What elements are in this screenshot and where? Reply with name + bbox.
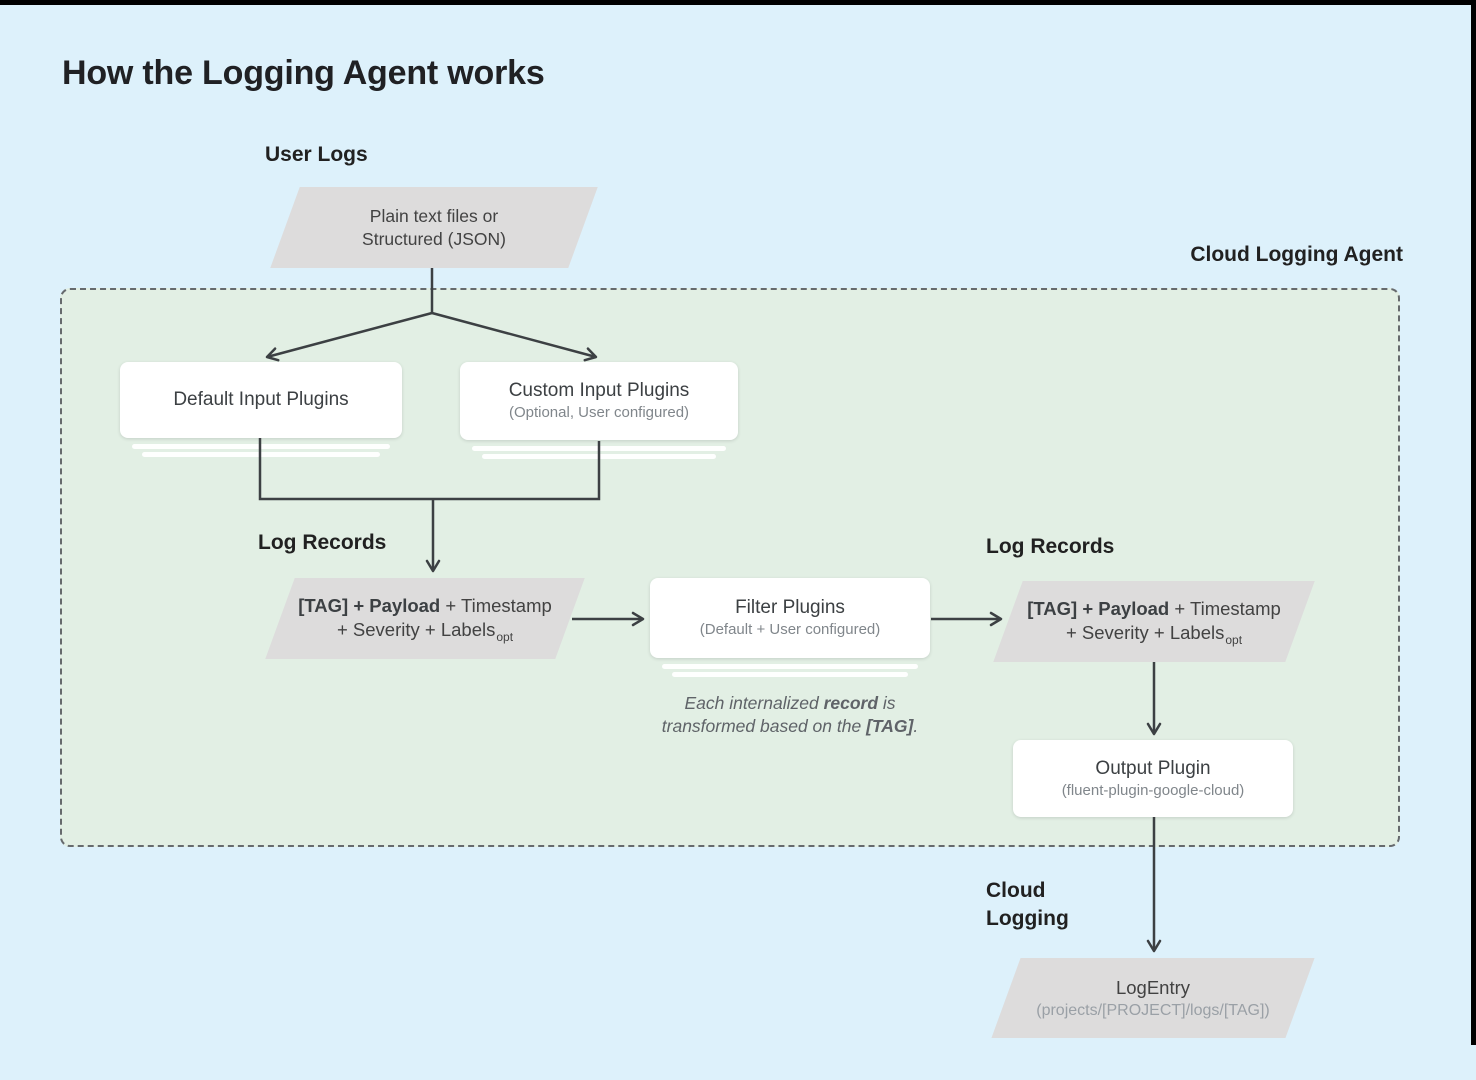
stack-strip bbox=[142, 452, 380, 457]
filter-plugins-box: Filter Plugins (Default + User configure… bbox=[650, 578, 930, 658]
record-timestamp: + Timestamp bbox=[1169, 597, 1281, 619]
log-entry-title: LogEntry bbox=[1115, 976, 1191, 998]
frame-top-edge bbox=[0, 0, 1476, 5]
stack-strip bbox=[472, 446, 726, 451]
record-tag-payload: [TAG] + Payload bbox=[298, 594, 441, 616]
filter-plugins-subtitle: (Default + User configured) bbox=[699, 621, 881, 638]
custom-input-plugins-box: Custom Input Plugins (Optional, User con… bbox=[460, 362, 738, 440]
log-record-right-shape: [TAG] + Payload + Timestamp + Severity +… bbox=[993, 581, 1315, 662]
log-record-left-text: [TAG] + Payload + Timestamp + Severity +… bbox=[260, 578, 590, 659]
record-opt-subscript: opt bbox=[496, 629, 514, 644]
record-severity-labels: + Severity + Labels bbox=[336, 618, 496, 640]
note-part2: is transformed based on the bbox=[661, 693, 896, 736]
user-input-line1: Plain text files or bbox=[369, 205, 499, 226]
default-input-plugins-box: Default Input Plugins bbox=[120, 362, 402, 438]
log-record-right-text: [TAG] + Payload + Timestamp + Severity +… bbox=[988, 581, 1320, 662]
log-record-left-line1: [TAG] + Payload + Timestamp bbox=[298, 594, 552, 618]
log-record-left-line2: + Severity + Labelsopt bbox=[337, 618, 513, 644]
log-entry-shape: LogEntry (projects/[PROJECT]/logs/[TAG]) bbox=[991, 958, 1315, 1038]
custom-input-plugins-subtitle: (Optional, User configured) bbox=[508, 404, 690, 421]
stack-strip bbox=[132, 444, 390, 449]
user-input-text: Plain text files or Structured (JSON) bbox=[265, 187, 603, 268]
record-timestamp: + Timestamp bbox=[440, 594, 552, 616]
output-plugin-subtitle: (fluent-plugin-google-cloud) bbox=[1061, 781, 1245, 799]
stack-strip bbox=[482, 454, 716, 459]
user-input-line2: Structured (JSON) bbox=[362, 228, 506, 249]
output-plugin-title: Output Plugin bbox=[1095, 757, 1211, 779]
user-logs-label: User Logs bbox=[265, 143, 368, 166]
filter-plugins-title: Filter Plugins bbox=[735, 597, 845, 618]
output-plugin-box: Output Plugin (fluent-plugin-google-clou… bbox=[1013, 740, 1293, 817]
log-record-right-line2: + Severity + Labelsopt bbox=[1066, 621, 1242, 647]
cloud-logging-label-line1: Cloud bbox=[986, 879, 1046, 902]
note-tag-bold: [TAG] bbox=[866, 716, 914, 736]
user-input-shape: Plain text files or Structured (JSON) bbox=[270, 187, 598, 268]
default-input-plugins-title: Default Input Plugins bbox=[173, 389, 349, 410]
custom-input-plugins-title: Custom Input Plugins bbox=[508, 380, 690, 401]
log-record-left-shape: [TAG] + Payload + Timestamp + Severity +… bbox=[265, 578, 585, 659]
cloud-logging-label-line2: Logging bbox=[986, 907, 1069, 930]
record-opt-subscript: opt bbox=[1225, 632, 1243, 647]
log-record-right-line1: [TAG] + Payload + Timestamp bbox=[1027, 597, 1281, 621]
note-record-bold: record bbox=[823, 693, 879, 713]
record-tag-payload: [TAG] + Payload bbox=[1027, 597, 1170, 619]
log-entry-text: LogEntry (projects/[PROJECT]/logs/[TAG]) bbox=[986, 958, 1320, 1038]
log-entry-subtitle: (projects/[PROJECT]/logs/[TAG]) bbox=[1036, 1001, 1270, 1019]
cloud-logging-label: Cloud Logging bbox=[986, 877, 1069, 933]
stack-strip bbox=[672, 672, 908, 677]
note-part3: . bbox=[913, 716, 919, 736]
record-severity-labels: + Severity + Labels bbox=[1065, 621, 1225, 643]
page-title: How the Logging Agent works bbox=[62, 54, 545, 92]
log-records-right-label: Log Records bbox=[986, 535, 1115, 558]
note-part1: Each internalized bbox=[684, 693, 824, 713]
filter-note: Each internalized record is transformed … bbox=[648, 692, 932, 738]
cloud-logging-agent-label: Cloud Logging Agent bbox=[1190, 243, 1403, 266]
stack-strip bbox=[662, 664, 918, 669]
log-records-left-label: Log Records bbox=[258, 531, 387, 554]
frame-right-edge bbox=[1471, 0, 1476, 1045]
